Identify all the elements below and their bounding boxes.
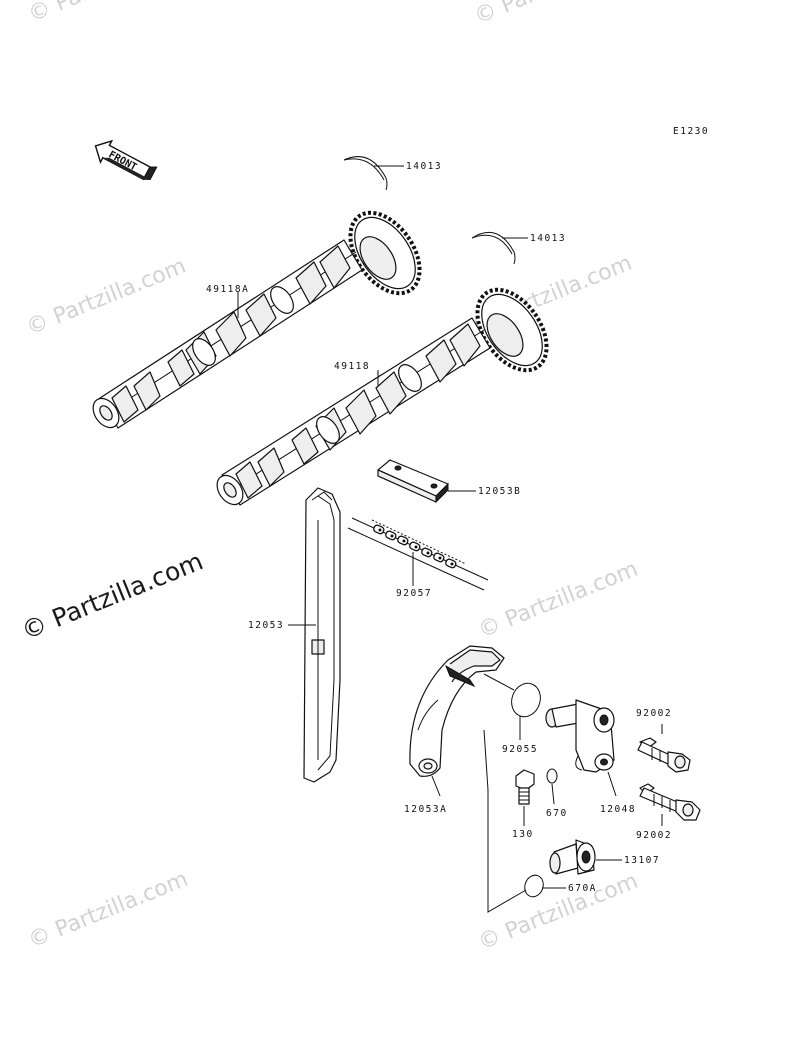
watermark: © Partzilla.com (23, 254, 190, 341)
part-label-13107: 13107 (624, 855, 660, 866)
watermark: © Partzilla.com (471, 0, 638, 30)
chain-guide-12053 (288, 487, 341, 783)
camshaft-49118a (92, 210, 422, 429)
chain-guide-12053b (377, 459, 476, 504)
watermark: © Partzilla.com (475, 869, 642, 956)
washer-670 (546, 768, 558, 805)
diagram-code: E1230 (673, 126, 709, 137)
cam-lobes (111, 245, 351, 423)
part-label-12048: 12048 (600, 804, 636, 815)
ring-14013-lower (471, 231, 528, 265)
watermark: © Partzilla.com (475, 557, 642, 644)
o-ring-670a (524, 874, 566, 898)
watermark: © Partzilla.com (25, 0, 192, 28)
assembly-bracket-line (487, 790, 527, 913)
cam-lobes (235, 323, 481, 499)
part-label-130: 130 (512, 829, 534, 840)
part-label-14013: 14013 (530, 233, 566, 244)
part-label-92002: 92002 (636, 708, 672, 719)
part-label-670: 670 (546, 808, 568, 819)
chain-tensioner-12048 (545, 699, 617, 797)
part-label-49118a: 49118A (206, 284, 249, 295)
part-label-92057: 92057 (396, 588, 432, 599)
part-label-670a: 670A (568, 883, 597, 894)
tensioner-guide-12053a (409, 645, 505, 797)
bolt-92002-lower (639, 783, 701, 826)
part-label-49118: 49118 (334, 361, 370, 372)
watermark-prominent: © Partzilla.com (17, 546, 207, 645)
ring-14013-upper (343, 156, 404, 191)
front-arrow: FRONT (94, 139, 158, 181)
o-ring-92055 (483, 673, 541, 740)
cam-sprocket (348, 210, 422, 296)
cam-chain-92057 (347, 517, 489, 591)
watermark: © Partzilla.com (25, 867, 192, 954)
part-label-12053a: 12053A (404, 804, 447, 815)
assembly-bracket-line (483, 729, 489, 791)
part-label-14013: 14013 (406, 161, 442, 172)
part-label-12053b: 12053B (478, 486, 521, 497)
cap-bolt-13107 (549, 839, 622, 875)
part-label-92055: 92055 (502, 744, 538, 755)
bolt-92002-upper (637, 724, 691, 773)
camshaft-49118 (216, 287, 549, 506)
part-label-92002: 92002 (636, 830, 672, 841)
part-label-12053: 12053 (248, 620, 284, 631)
bolt-130 (515, 769, 535, 826)
